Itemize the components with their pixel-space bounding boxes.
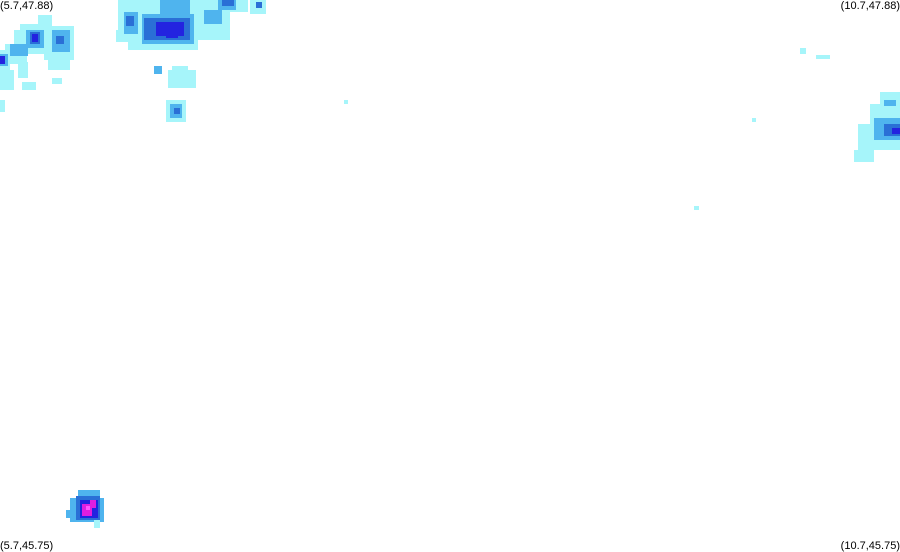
precipitation-cluster-small-north [154,66,348,122]
corner-label-bottom-left: (5.7,45.75) [0,540,54,552]
corner-label-bottom-right: (10.7,45.75) [840,540,900,552]
precipitation-cluster-northwest [0,15,74,112]
corner-label-top-right: (10.7,47.88) [840,0,900,12]
precipitation-scattered [694,48,830,210]
precipitation-cluster-southwest [66,490,104,528]
precipitation-cluster-north-central [116,0,266,50]
corner-label-top-left: (5.7,47.88) [0,0,54,12]
precipitation-cluster-east [854,92,900,162]
